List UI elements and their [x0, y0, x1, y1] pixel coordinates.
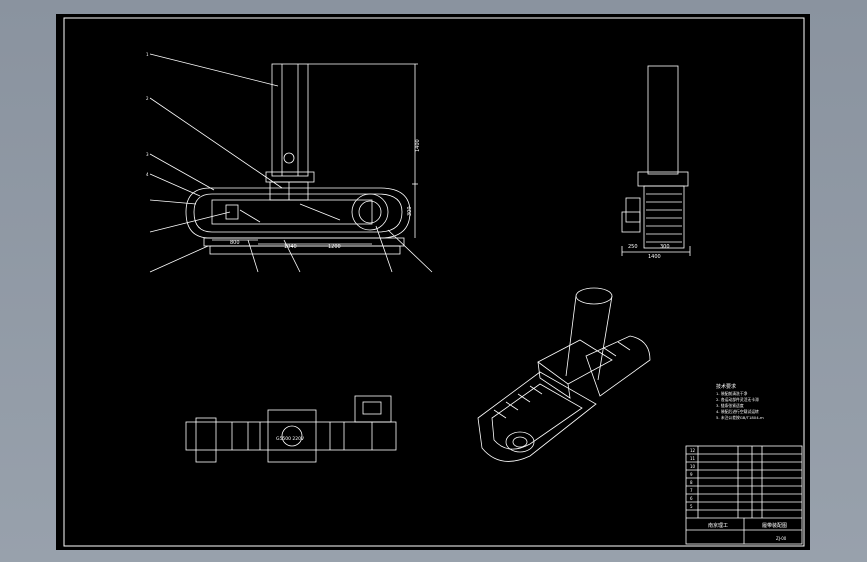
drawing-sheet — [56, 14, 810, 550]
title-block — [685, 445, 803, 545]
leader-2: 2 — [146, 96, 149, 101]
dim-len-c: 1200 — [328, 244, 341, 250]
column-side — [647, 65, 679, 175]
balloon-8: 8 — [690, 480, 693, 485]
balloon-7: 7 — [690, 488, 693, 493]
tech-line-4: 4. 装配后进行空载试运转 — [716, 409, 759, 414]
dim-len-b: 1040 — [284, 244, 297, 250]
dim-side-b: 300 — [660, 244, 670, 250]
drawing-code: ZJ-00 — [776, 536, 787, 541]
leader-3: 3 — [146, 152, 149, 157]
dim-len-a: 800 — [230, 240, 240, 246]
tech-line-3: 3. 链条张紧适度 — [716, 403, 744, 408]
isometric-view — [477, 287, 651, 462]
balloon-12: 12 — [690, 448, 696, 453]
leader-1: 1 — [146, 52, 149, 57]
balloon-10: 10 — [690, 464, 696, 469]
dim-height-main: 1400 — [415, 139, 421, 152]
dim-side-c: 1400 — [648, 254, 661, 260]
school-name: 南京理工 — [708, 522, 728, 529]
tech-line-5: 5. 未注公差按GB/T1804-m — [716, 415, 764, 420]
tech-heading: 技术要求 — [716, 383, 736, 390]
drawing-name: 履带装配图 — [762, 522, 787, 529]
track-iso — [477, 371, 597, 462]
top-view — [185, 395, 397, 463]
dim-height-track: 300 — [407, 206, 413, 216]
column-front — [271, 63, 309, 177]
tech-line-1: 1. 装配前清洗干净 — [716, 391, 748, 396]
tech-line-2: 2. 各运动部件灵活无卡滞 — [716, 397, 759, 402]
sheet-border — [63, 17, 805, 547]
balloon-5: 5 — [690, 504, 693, 509]
sprocket — [351, 193, 389, 231]
leader-4: 4 — [146, 172, 149, 177]
balloon-11: 11 — [690, 456, 696, 461]
dim-side-a: 250 — [628, 244, 638, 250]
front-view — [149, 53, 433, 273]
clamp-top — [267, 409, 317, 463]
balloon-6: 6 — [690, 496, 693, 501]
balloon-9: 9 — [690, 472, 693, 477]
side-view — [621, 65, 691, 256]
motor-label: G5500 220V — [276, 436, 305, 442]
